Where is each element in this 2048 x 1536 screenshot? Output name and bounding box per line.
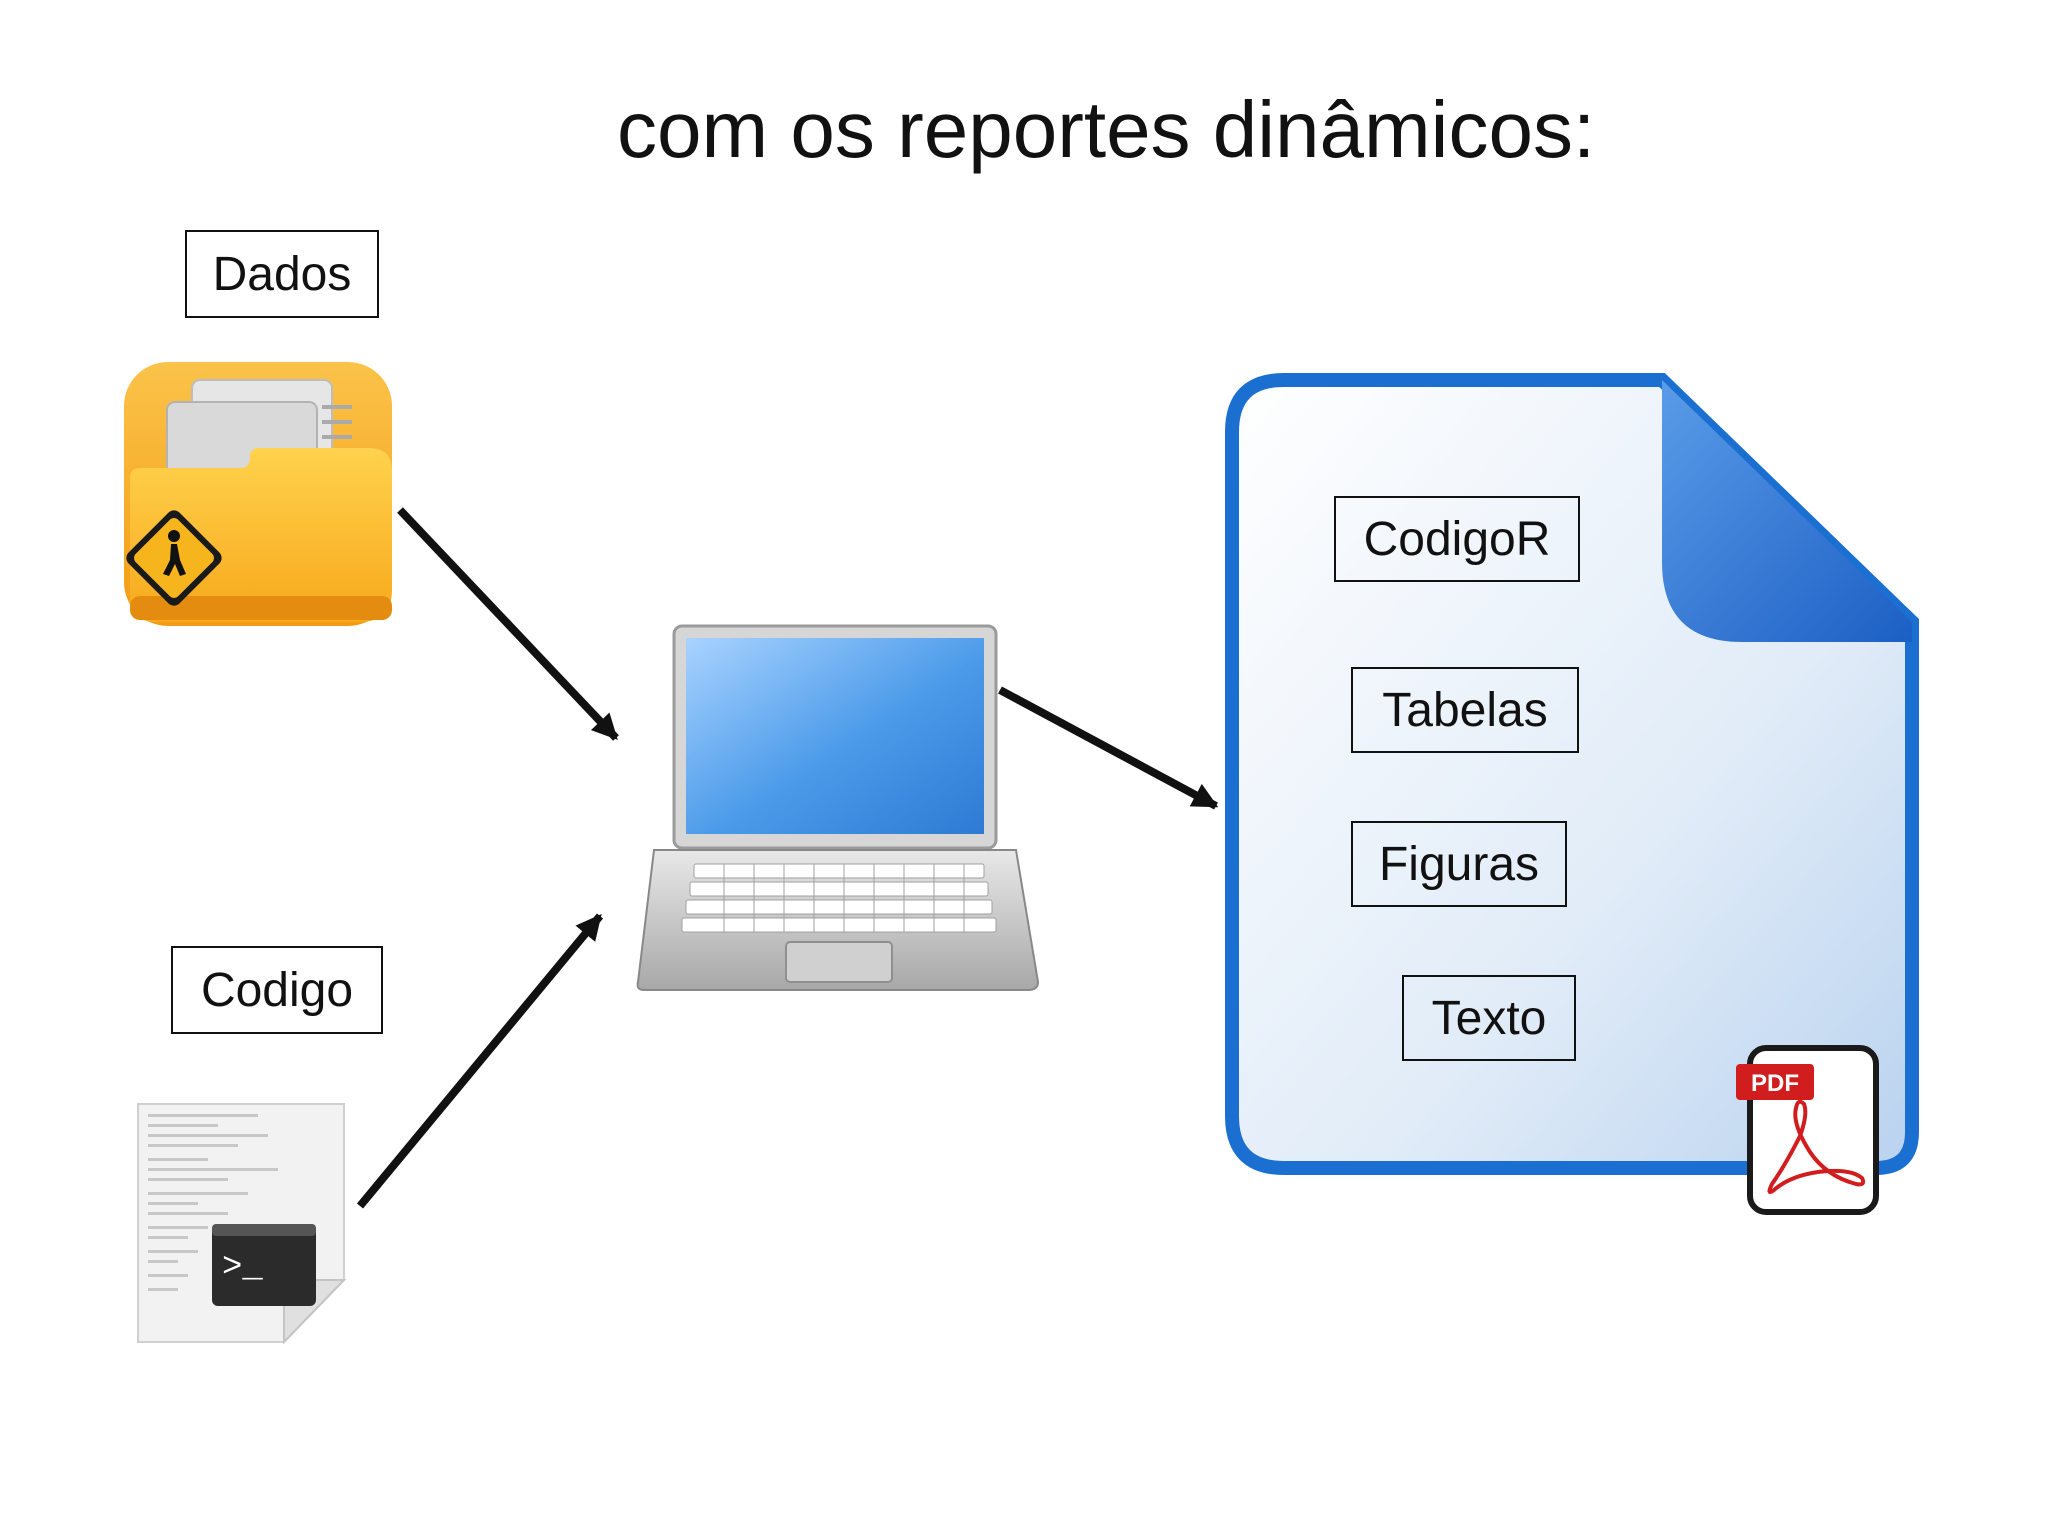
svg-text:>_: >_ [222, 1249, 263, 1287]
document-icon [1225, 373, 1919, 1175]
folder-icon [124, 362, 392, 626]
slide-title: com os reportes dinâmicos: [617, 85, 1596, 174]
code-label: Codigo [171, 946, 383, 1034]
report-section-tabelas: Tabelas [1351, 667, 1579, 753]
pdf-badge-text: PDF [1751, 1070, 1799, 1097]
arrow-data-to-laptop [397, 507, 619, 741]
report-section-codigor: CodigoR [1334, 496, 1580, 582]
report-section-figuras: Figuras [1351, 821, 1567, 907]
terminal-script-icon: >_ [137, 1103, 347, 1345]
pdf-icon: PDF [1736, 1045, 1879, 1215]
report-section-texto: Texto [1402, 975, 1576, 1061]
data-label: Dados [185, 230, 379, 318]
arrow-laptop-to-report [998, 686, 1219, 810]
laptop-icon [636, 624, 1040, 991]
arrow-code-to-laptop [356, 913, 604, 1209]
